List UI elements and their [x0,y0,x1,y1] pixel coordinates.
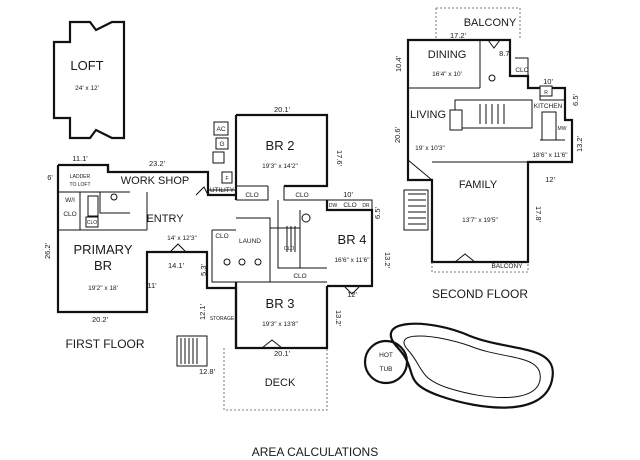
storage-label: STORAGE [210,316,235,322]
dim-17-6: 17.6' [335,150,344,167]
g-label: G [219,141,224,148]
family-size: 13'7" x 19'5" [462,217,498,224]
first-floor-doors [169,186,361,349]
dim-13-2-sf: 13.2' [575,135,584,152]
dim-26-2: 26.2' [43,242,52,259]
first-floor-title: FIRST FLOOR [65,337,144,351]
br3-size: 19'3" x 13'8" [262,321,298,328]
br2-clo-right: CLO [295,192,308,199]
dr-label: DR [362,203,370,209]
dining-size: 16'4" x 10' [432,71,462,78]
second-floor-labels: BALCONY DINING 16'4" x 10' CLO R KITCHEN… [410,17,567,270]
br3-top-clo: CLO [293,273,306,280]
loft-size: 24' x 12' [75,85,99,92]
dim-6-5: 6.5' [373,207,382,219]
ladder-label: LADDER [70,174,91,180]
dim-11-1: 11.1' [72,154,88,163]
wi-clo-label: CLO [63,211,76,218]
dim-5-3: 5.3' [199,264,208,276]
loft: LOFT 24' x 12' [52,20,126,140]
laund-label: LAUND [239,238,261,245]
hot-tub-line2: TUB [380,366,393,373]
first-floor-labels: PRIMARY BR 19'2" x 18' ENTRY 14' x 12'3"… [63,126,370,389]
family-name: FAMILY [459,179,498,191]
dim-12-8: 12.8' [199,367,216,376]
dim-13-2-br4: 13.2' [383,252,392,269]
br2-name: BR 2 [266,138,295,153]
second-floor-walls [403,7,574,273]
first-floor-stairs [180,226,296,364]
first-floor-dimensions: 11.1' 23.2' 6' 26.2' 20.2' 14.1' 5.3' 11… [43,105,392,376]
dim-12-1: 12.1' [198,303,207,320]
kitchen-label: KITCHEN [534,103,563,110]
ladder-label-2: TO LOFT [69,182,90,188]
br4-name: BR 4 [338,232,367,247]
primary-clo-small: CLO [87,220,97,226]
entry-size: 14' x 12'3" [167,235,197,242]
mw-label: MW [558,126,567,132]
balcony-top-label: BALCONY [464,17,517,29]
br2-size: 19'3" x 14'2" [262,163,298,170]
dim-20-6: 20.6' [393,126,402,143]
dim-20-1-top: 20.1' [274,105,291,114]
wi-label: W/I [65,197,75,204]
dim-20-2: 20.2' [92,315,109,324]
r-label: R [544,90,548,96]
laund-clo-label: CLO [215,233,228,240]
kitchen-size: 18'6" x 11'6" [532,152,568,159]
living-name: LIVING [410,109,446,121]
primary-br-name: PRIMARY [74,242,133,257]
br3-name: BR 3 [266,296,295,311]
balcony-bottom-label: BALCONY [491,263,523,270]
dim-10-4: 10.4' [394,55,403,72]
dim-17-8: 17.8' [534,206,543,223]
dining-clo: CLO [515,67,528,74]
dim-23-2: 23.2' [149,159,166,168]
dim-12: 12' [347,290,357,299]
dim-6-5-sf: 6.5' [571,94,580,106]
loft-label: LOFT [70,58,103,73]
utility-label: UTILITY [210,187,235,194]
dim-11: 11' [147,281,157,290]
dim-17-2: 17.2' [450,31,467,40]
dim-6: 6' [47,173,53,182]
f-label: F [225,176,228,182]
second-floor-dimensions: 17.2' 8.7' 10.4' 10' 6.5' 20.6' 13.2' 18… [393,31,584,223]
hot-tub: HOT TUB [363,322,554,409]
dim-10: 10' [343,190,353,199]
dining-name: DINING [428,49,467,61]
work-shop-label: WORK SHOP [121,175,189,187]
area-calculations-title: AREA CALCULATIONS [252,445,378,459]
dim-20-1-bottom: 20.1' [274,349,291,358]
bath-clo-label: CLO [284,246,294,252]
dw-label: DW [329,203,338,209]
dim-12-sf: 12' [545,175,555,184]
ac-label: AC [216,126,225,133]
primary-br-size: 19'2" x 18' [88,285,118,292]
primary-br-name-2: BR [94,258,112,273]
dim-14-1: 14.1' [168,261,185,270]
br4-clo: CLO [343,202,356,209]
first-floor-fixtures [85,193,311,266]
dim-10-sf: 10' [543,77,553,86]
br4-size: 16'6" x 11'6" [334,257,370,264]
entry-name: ENTRY [146,213,184,225]
living-size: 19' x 10'3" [415,145,445,152]
dim-8-7: 8.7' [499,49,511,58]
deck-label: DECK [265,377,296,389]
second-floor-title: SECOND FLOOR [432,287,528,301]
hot-tub-line1: HOT [379,352,393,359]
br2-clo-left: CLO [245,192,258,199]
first-floor-walls [56,113,374,411]
dim-13-2-br3: 13.2' [334,310,343,327]
